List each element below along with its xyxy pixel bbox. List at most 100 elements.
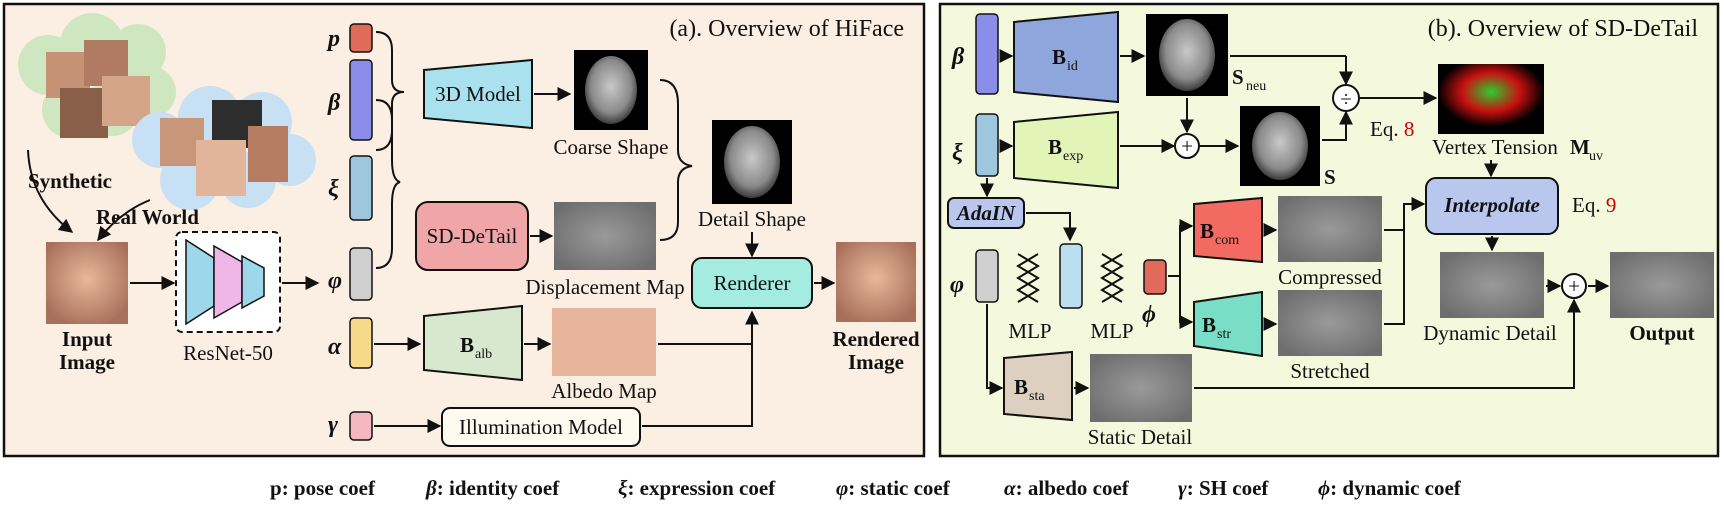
real-world-cloud <box>132 86 316 210</box>
coef-beta-bar <box>349 59 373 141</box>
b-exp-trapezoid <box>1013 110 1119 190</box>
coef-alpha-symbol: α <box>328 334 342 360</box>
b-xi-symbol: ξ <box>952 140 963 166</box>
legend-item-identity: β: identity coef <box>425 476 560 500</box>
renderer-label: Renderer <box>714 271 791 295</box>
illumination-model-label: Illumination Model <box>459 415 623 439</box>
dynamic-detail-image <box>1440 252 1544 318</box>
coarse-face <box>585 56 637 124</box>
phi-dyn-symbol: ϕ <box>1142 302 1156 328</box>
eq8-number: 8 <box>1404 117 1415 141</box>
dynamic-detail-label: Dynamic Detail <box>1423 321 1557 345</box>
s-face <box>1252 112 1308 180</box>
b-str-letter: B <box>1202 313 1216 337</box>
coef-phi-symbol: φ <box>328 268 342 294</box>
interpolate-box <box>1425 177 1559 235</box>
b-alb-letter: B <box>460 333 474 357</box>
coef-xi-bar <box>349 155 373 221</box>
b-beta-bar <box>975 13 999 95</box>
output-image <box>1610 252 1714 318</box>
arrow-phi-bcom <box>1168 219 1194 277</box>
input-image-label-line2: Image <box>59 350 115 374</box>
b-alb-trapezoid <box>423 304 523 382</box>
arrow-static-plus <box>1194 298 1581 389</box>
legend-sym-albedo: α <box>1004 476 1016 500</box>
legend-item-dynamic: ϕ: dynamic coef <box>1318 476 1462 500</box>
legend-item-static: φ: static coef <box>836 476 951 500</box>
m-uv-letter: M <box>1570 135 1590 159</box>
coef-gamma-symbol: γ <box>328 412 338 438</box>
legend-item-pose: p: pose coef <box>270 476 376 500</box>
adain-box <box>947 197 1025 229</box>
b-xi-bar <box>975 113 999 177</box>
s-neu-face <box>1159 19 1215 91</box>
rendered-image <box>836 242 916 322</box>
resnet-block <box>175 231 281 333</box>
eq8-prefix: Eq. <box>1370 117 1399 141</box>
b-com-letter: B <box>1200 219 1214 243</box>
eq9-number: 9 <box>1606 193 1617 217</box>
coef-p-bar <box>349 23 373 53</box>
real-world-label: Real World <box>96 205 199 229</box>
b-exp-letter: B <box>1048 135 1062 159</box>
phi-dyn-bar <box>1143 259 1167 295</box>
legend-text-pose: : pose coef <box>282 476 376 500</box>
latent-bar <box>1059 243 1083 309</box>
m-uv-subscript: uv <box>1589 149 1603 164</box>
detail-face <box>724 126 780 198</box>
real-world-arrow <box>97 199 151 242</box>
line-stretched-interp <box>1384 204 1405 325</box>
illumination-model-box <box>441 407 641 447</box>
panel-a-title: (a). Overview of HiFace <box>669 16 904 42</box>
stretched-image <box>1278 290 1382 356</box>
vertex-tension-label: Vertex Tension <box>1432 135 1558 159</box>
b-exp-subscript: exp <box>1063 149 1083 164</box>
b-str-trapezoid <box>1193 290 1263 358</box>
synthetic-cloud <box>18 13 176 138</box>
b-sta-letter: B <box>1014 375 1028 399</box>
b-str-subscript: str <box>1217 327 1231 342</box>
static-detail-image <box>1090 354 1192 422</box>
eq9-prefix: Eq. <box>1572 193 1601 217</box>
coarse-shape-label: Coarse Shape <box>554 135 669 159</box>
b-sta-subscript: sta <box>1029 389 1045 404</box>
synthetic-label: Synthetic <box>28 169 112 193</box>
legend-item-albedo: α: albedo coef <box>1004 476 1130 500</box>
panel-a: (a). Overview of HiFace Synth <box>2 2 926 458</box>
brace-detail <box>375 99 401 269</box>
sd-detail-button <box>415 201 529 271</box>
legend-text-identity: : identity coef <box>437 476 560 500</box>
b-sta-trapezoid <box>1003 350 1073 422</box>
divide-op-symbol: ÷ <box>1340 87 1352 111</box>
legend-sym-identity: β <box>425 476 437 500</box>
sd-detail-label: SD-DeTail <box>427 224 518 248</box>
mlp-1-icon <box>1016 253 1040 303</box>
mlp-2-icon <box>1100 253 1124 303</box>
renderer-box <box>691 257 813 309</box>
legend-text-albedo: : albedo coef <box>1016 476 1130 500</box>
rendered-image-label-line2: Image <box>848 350 904 374</box>
detail-shape-label: Detail Shape <box>698 207 806 231</box>
coef-alpha-bar <box>349 317 373 369</box>
mlp-1-label: MLP <box>1008 319 1051 343</box>
b-com-subscript: com <box>1215 233 1239 248</box>
arrow-phi-bstr <box>1179 276 1194 329</box>
legend-item-expression: ξ: expression coef <box>618 476 776 500</box>
static-detail-label: Static Detail <box>1088 425 1193 449</box>
b-id-subscript: id <box>1067 59 1078 74</box>
arrow-phi-bsta <box>986 304 1004 395</box>
s-neu-letter: S <box>1232 65 1244 89</box>
legend-sym-expression: ξ <box>618 476 628 500</box>
synthetic-arrow <box>27 149 74 233</box>
coef-gamma-bar <box>349 411 373 441</box>
displacement-map-image <box>554 202 656 270</box>
s-letter: S <box>1324 165 1336 189</box>
legend-sym-static: φ <box>836 476 848 500</box>
coef-beta-symbol: β <box>327 90 341 116</box>
plus-op-1-symbol: + <box>1181 134 1193 158</box>
stretched-label: Stretched <box>1290 359 1370 383</box>
albedo-map-label: Albedo Map <box>551 379 657 403</box>
b-alb-subscript: alb <box>475 347 492 362</box>
compressed-label: Compressed <box>1278 265 1382 289</box>
